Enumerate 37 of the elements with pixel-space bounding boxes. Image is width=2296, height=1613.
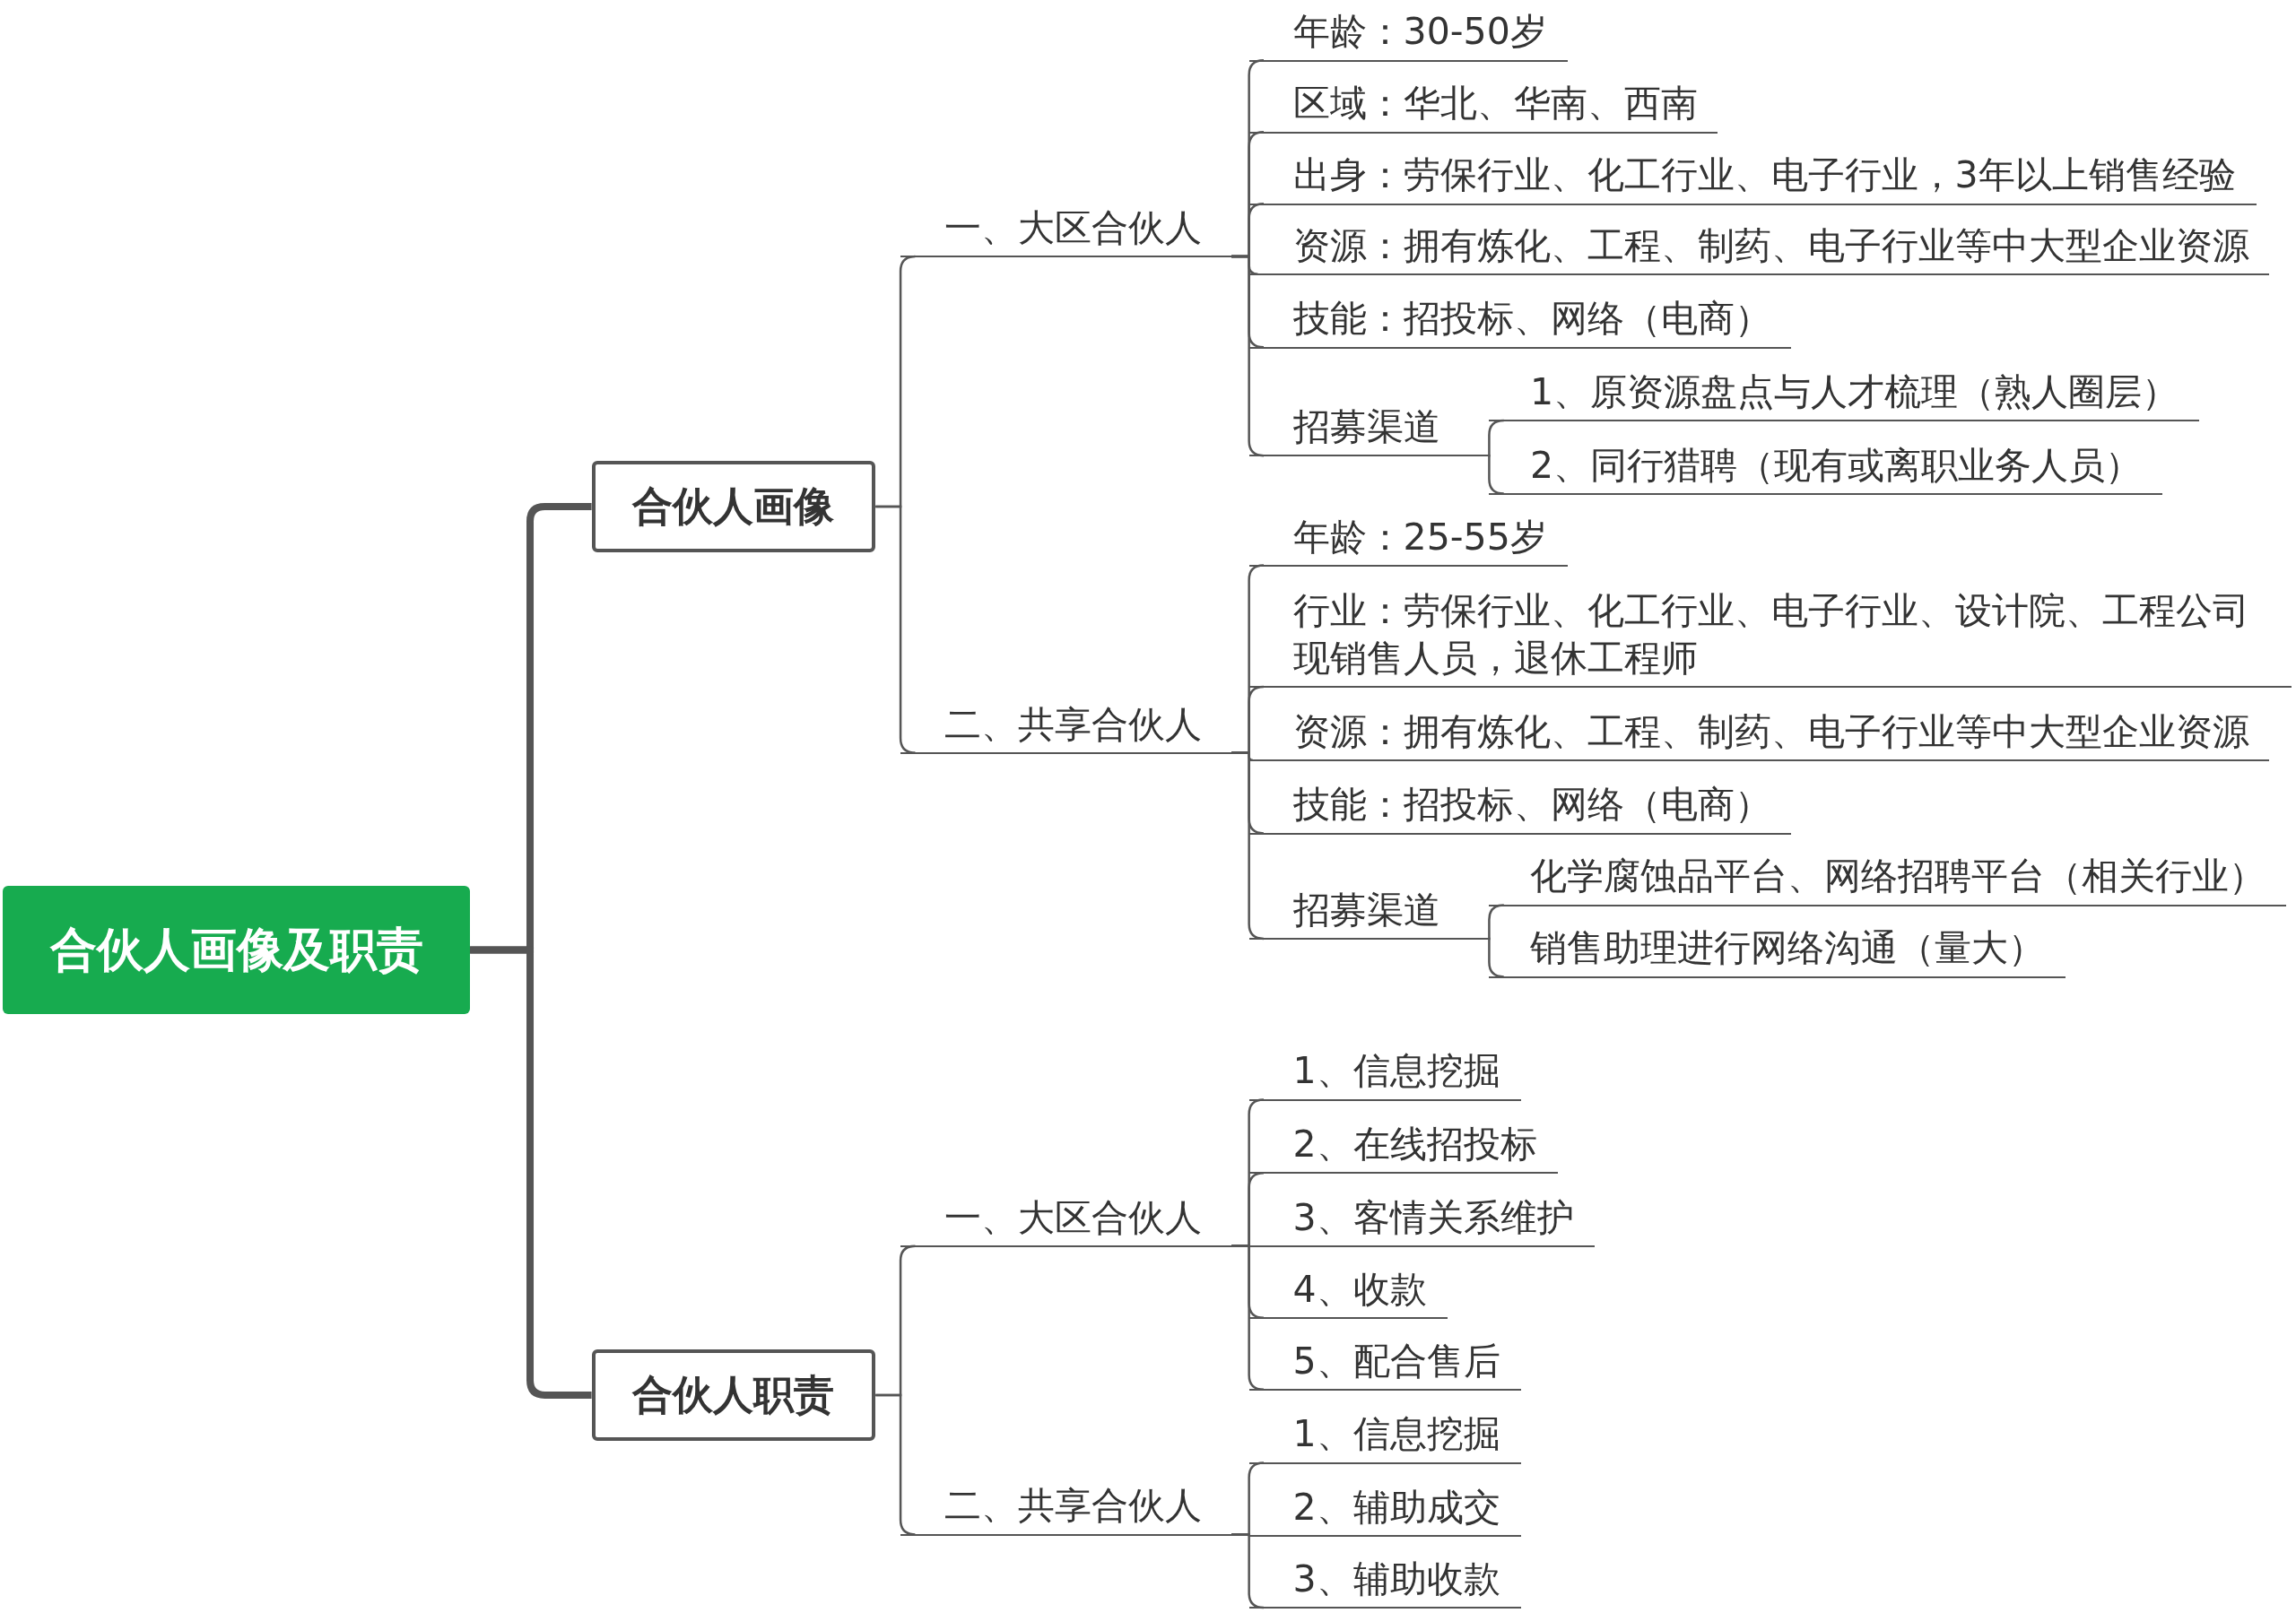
connector	[1231, 1244, 1265, 1392]
connector	[875, 505, 916, 754]
branch-topic: 技能：招投标、网络（电商）	[1248, 781, 1792, 835]
central-topic-box: 合伙人画像及职责	[3, 885, 471, 1015]
branch-topic: 年龄：30-50岁	[1248, 8, 1568, 62]
topic-box: 合伙人职责	[591, 1349, 876, 1441]
branch-topic: 1、信息挖掘	[1248, 1410, 1521, 1464]
branch-topic: 化学腐蚀品平台、网络招聘平台（相关行业）	[1489, 853, 2286, 906]
branch-topic: 年龄：25-55岁	[1248, 513, 1568, 567]
branch-topic: 2、在线招投标	[1248, 1121, 1558, 1175]
branch-topic: 2、同行猎聘（现有或离职业务人员）	[1489, 441, 2163, 495]
branch-topic: 1、原资源盘点与人才梳理（熟人圈层）	[1489, 368, 2200, 422]
branch-topic: 资源：拥有炼化、工程、制药、电子行业等中大型企业资源	[1248, 221, 2270, 275]
branch-topic: 3、辅助收款	[1248, 1556, 1521, 1609]
branch-topic: 区域：华北、华南、西南	[1248, 80, 1718, 134]
branch-topic: 二、共享合伙人	[900, 700, 1232, 754]
branch-topic: 二、共享合伙人	[900, 1482, 1232, 1536]
connector	[1488, 454, 1504, 495]
connector	[1488, 937, 1504, 978]
branch-topic: 行业：劳保行业、化工行业、电子行业、设计院、工程公司现销售人员，退休工程师	[1248, 586, 2292, 689]
branch-topic: 资源：拥有炼化、工程、制药、电子行业等中大型企业资源	[1248, 707, 2270, 761]
topic-box: 合伙人画像	[591, 461, 876, 552]
branch-topic: 一、大区合伙人	[900, 204, 1232, 258]
branch-topic: 2、辅助成交	[1248, 1484, 1521, 1538]
branch-topic: 招募渠道	[1248, 403, 1490, 457]
branch-topic: 招募渠道	[1248, 886, 1490, 941]
branch-topic: 4、收款	[1248, 1265, 1448, 1320]
branch-topic: 一、大区合伙人	[900, 1193, 1232, 1248]
connector	[1488, 904, 1504, 941]
branch-topic: 出身：劳保行业、化工行业、电子行业，3年以上销售经验	[1248, 152, 2257, 205]
branch-topic: 销售助理进行网络沟通（量大）	[1489, 924, 2066, 978]
connector	[875, 1393, 916, 1536]
connector	[470, 946, 592, 1399]
branch-topic: 3、客情关系维护	[1248, 1193, 1595, 1248]
branch-topic: 5、配合售后	[1248, 1337, 1521, 1392]
branch-topic: 1、信息挖掘	[1248, 1047, 1521, 1101]
branch-topic: 技能：招投标、网络（电商）	[1248, 295, 1792, 349]
